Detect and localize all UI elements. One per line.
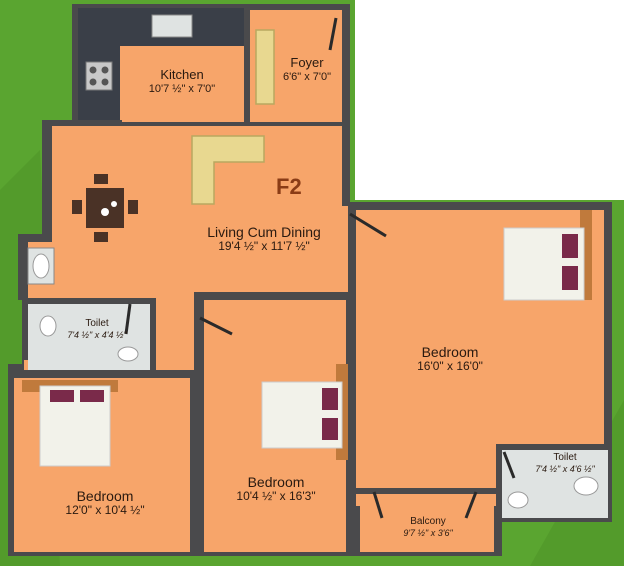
middle-door [199,316,233,336]
wall-toilet1-top [22,298,156,304]
left-bed [22,380,118,467]
kitchen-floor [120,46,244,122]
sink-icon [151,14,193,38]
room-label-master-bedroom: Bedroom 16'0" x 16'0" [380,344,520,374]
wall-kitchen-right [244,10,250,122]
room-name: Toilet [85,318,109,329]
room-dims: 12'0" x 10'4 ½" [65,503,145,518]
room-name: Bedroom [421,344,479,360]
stove-icon [85,61,113,91]
wall-toilet1-bottom [10,370,196,378]
room-name: Bedroom [247,474,305,490]
room-dims: 10'4 ½" x 16'3" [236,489,316,504]
room-dims: 10'7 ½" x 7'0" [148,82,216,95]
wall-middle-left [194,300,204,556]
room-dims: 9'7 ½" x 3'6" [403,527,453,538]
room-label-middle-bedroom: Bedroom 10'4 ½" x 16'3" [206,474,346,504]
wall-balcony-top [356,488,496,494]
room-name: Living Cum Dining [207,224,321,240]
wall-toilet1-right [150,300,156,372]
room-name: Kitchen [160,67,204,82]
wall-toilet2-top [496,444,612,450]
room-name: Bedroom [76,488,134,504]
room-dims: 6'6" x 7'0" [282,70,332,83]
room-label-foyer: Foyer 6'6" x 7'0" [272,55,342,84]
toilet1-door [124,303,132,335]
room-dims: 7'4 ½" x 4'4 ½" [67,329,127,340]
room-label-left-bedroom: Bedroom 12'0" x 10'4 ½" [30,488,180,518]
wall-foyer-right [342,10,350,202]
basin-icon [117,346,139,362]
room-label-living: Living Cum Dining 19'4 ½" x 11'7 ½" [184,224,344,254]
room-dims: 19'4 ½" x 11'7 ½" [218,239,310,254]
room-name: Toilet [553,452,577,463]
room-dims: 7'4 ½" x 4'6 ½" [535,463,595,474]
l-sofa [191,135,265,205]
room-label-balcony: Balcony 9'7 ½" x 3'6" [380,516,476,538]
master-bed [503,210,592,301]
middle-bed [261,364,348,460]
foyer-sofa [255,29,275,105]
wall-toilet2-left [496,444,502,556]
room-label-toilet1: Toilet 7'4 ½" x 4'4 ½" [42,318,152,340]
entry-door [328,17,338,51]
wall-middle-top [194,292,350,300]
wall-master-left [348,250,356,556]
wall-living-top [42,120,122,126]
master-door [349,212,387,238]
room-label-toilet2: Toilet 7'4 ½" x 4'6 ½" [520,452,610,474]
basin-icon-2 [507,491,529,509]
balcony-door-left [372,491,384,519]
room-label-kitchen: Kitchen 10'7 ½" x 7'0" [122,67,242,96]
wc-icon-2 [573,476,599,496]
balcony-door-right [464,491,478,519]
room-name: Balcony [410,516,446,527]
room-dims: 16'0" x 16'0" [417,359,483,374]
toilet2-door [502,451,516,479]
room-name: Foyer [290,55,324,70]
wc-icon [39,315,57,337]
unit-code: F2 [276,174,302,199]
kitchen-counter [78,8,244,120]
